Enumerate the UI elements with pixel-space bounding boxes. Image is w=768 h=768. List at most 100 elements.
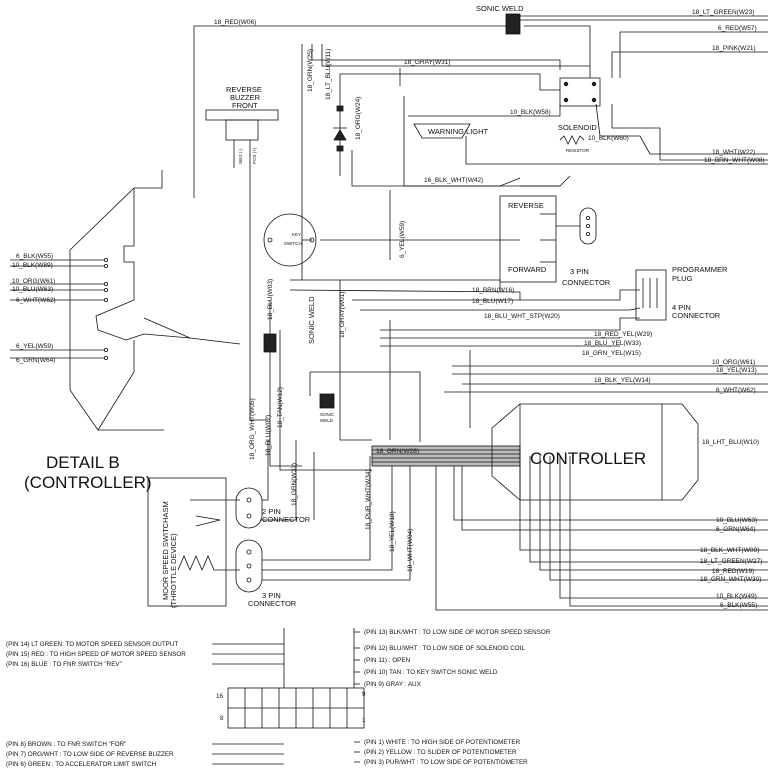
wire-label: 18_WHT(W22) — [712, 149, 755, 156]
warning-light-label: WARNING LIGHT — [428, 127, 489, 136]
programmer-plug-label-2: PLUG — [672, 274, 693, 283]
wire-label: 6_BLK(W55) — [16, 253, 53, 260]
warning-light: WARNING LIGHT — [413, 123, 489, 139]
pinout-line: (PIN 9) GRAY : AUX — [364, 681, 422, 688]
wire-label: 18_LHT_BLU(W10) — [702, 439, 759, 446]
throttle-label-2: (THROTTLE DEVICE) — [169, 533, 178, 608]
wire-label: 18_GRN(W28) — [376, 448, 419, 455]
sonic-weld-mid-label: SONIC WELD — [307, 296, 316, 344]
pinout-line: (PIN 10) TAN : TO KEY SWITCH SONIC WELD — [364, 669, 498, 676]
sonic-weld-small: SONIC WELD — [319, 393, 335, 423]
wire-label: 18_LT_GREEN(W23) — [692, 9, 754, 16]
wire-label: 18_ORG_WHT(W05) — [249, 398, 256, 460]
pinout-line: (PIN 1) WHITE : TO HIGH SIDE OF POTENTIO… — [364, 739, 521, 746]
wire-label: 10_BLK(W89) — [12, 262, 53, 269]
programmer-plug-label-1: PROGRAMMER — [672, 265, 728, 274]
four-pin-label-1: 4 PIN — [672, 303, 691, 312]
solenoid-label: SOLENOID — [558, 123, 597, 132]
wire-label: 10_BLK(W49) — [716, 593, 757, 600]
pinout-line: (PIN 13) BLK/WHT : TO LOW SIDE OF MOTOR … — [364, 629, 551, 636]
buzzer-label-1: REVERSE — [226, 85, 262, 94]
wire-label: 18_LT_BLU(W11) — [325, 49, 332, 100]
throttle-label-1: MOOR SPEED SWITCHASM — [161, 501, 170, 600]
wire-label: 18_RED(W19) — [712, 568, 754, 575]
controller-label: CONTROLLER — [530, 449, 646, 468]
detail-b-label-group: DETAIL B (CONTROLLER) — [24, 453, 152, 492]
middle-wire-runs — [260, 279, 768, 611]
pinout-line: (PIN 2) YELLOW : TO SLIDER OF POTENTIOME… — [364, 749, 517, 756]
wire-label: 18_BLU_WHT_STP(W20) — [484, 313, 560, 320]
top-wire-runs — [193, 15, 768, 280]
sonic-weld-top-label: SONIC WELD — [476, 4, 524, 13]
throttle-device: MOOR SPEED SWITCHASM (THROTTLE DEVICE) — [147, 477, 240, 608]
wire-label: 10_BLK(W58) — [510, 109, 551, 116]
wire-label: 18_RED(W06) — [214, 19, 256, 26]
reverse-buzzer: REVERSE BUZZER FRONT NEG (-) POS (+) — [205, 85, 279, 421]
wire-label: 18_GRAY(W31) — [404, 59, 450, 66]
plug-pin-9: 9 — [362, 691, 366, 698]
three-pin-bottom-label-2: CONNECTOR — [248, 599, 297, 608]
controller: CONTROLLER — [371, 403, 699, 501]
wire-label: 18_TAN(W12) — [277, 387, 284, 428]
wire-label: 18_RED_YEL(W29) — [594, 331, 652, 338]
key-switch: KEY SWITCH — [263, 213, 317, 267]
pinout-line: (PIN 15) RED : TO HIGH SPEED OF MOTOR SP… — [6, 651, 186, 658]
three-pin-label-2: CONNECTOR — [562, 278, 611, 287]
plug-pin-8: 8 — [220, 715, 224, 722]
wire-label: 10_BLU(W63) — [716, 517, 757, 524]
top-wire-labels: 18_RED(W06) 18_LT_GREEN(W23) 6_RED(W57) … — [214, 9, 765, 258]
wire-label: 18_GRN_YEL(W15) — [582, 350, 641, 357]
fnr-switch: REVERSE FORWARD 3 PIN CONNECTOR — [499, 195, 611, 287]
two-pin-connector: 2 PIN CONNECTOR — [235, 487, 311, 529]
wire-label: 18_BLK_WHT(W09) — [700, 547, 759, 554]
wire-label: 18_GRN(W25) — [307, 49, 314, 92]
wire-label: 18_BLU_YEL(W33) — [584, 340, 641, 347]
wire-label: 18_WHT(W04) — [407, 529, 414, 572]
pinout-line: (PIN 3) PUR/WHT : TO LOW SIDE OF POTENTI… — [364, 759, 528, 766]
wire-label: 18_PUR_WHT(W34) — [365, 469, 372, 530]
sonic-weld-middle: SONIC WELD — [263, 296, 316, 353]
plug-pin-1: 1 — [362, 717, 366, 724]
three-pin-label-1: 3 PIN — [570, 267, 589, 276]
plug-pin-16: 16 — [216, 693, 224, 700]
pinout-line: (PIN 8) BROWN : TO FNR SWITCH "FOR" — [6, 741, 126, 748]
middle-wire-labels: 18_BRN(W16) 18_BLU(W17) 18_BLU_WHT_STP(W… — [249, 279, 652, 572]
pinout-line: (PIN 7) ORG/WHT : TO LOW SIDE OF REVERSE… — [6, 751, 174, 758]
wire-label: 18_BLU(W02) — [265, 415, 272, 456]
wire-label: 16_BLK_WHT(W42) — [424, 177, 483, 184]
left-wire-labels: 6_BLK(W55) 10_BLK(W89) 10_ORG(W61) 10_BL… — [12, 253, 56, 364]
wire-label: 18_YEL(W18) — [389, 511, 396, 552]
diode — [333, 105, 347, 152]
fnr-forward-label: FORWARD — [508, 265, 547, 274]
pinout-line: (PIN 11) : OPEN — [364, 657, 411, 664]
key-switch-label-1: KEY — [292, 232, 301, 237]
wire-label: 6_RED(W57) — [718, 25, 757, 32]
wire-label: 6_GRN(W64) — [716, 526, 755, 533]
wire-label: 6_BLK(W55) — [720, 602, 757, 609]
pinout-line: (PIN 14) LT GREEN: TO MOTOR SPEED SENSOR… — [6, 641, 178, 648]
wire-label: 18_BRN(W16) — [472, 287, 514, 294]
sonic-weld-small-label-1: SONIC — [320, 412, 335, 417]
wire-label: 18_BRN_WHT(W08) — [704, 157, 765, 164]
programmer-plug: PROGRAMMER PLUG 4 PIN CONNECTOR — [635, 265, 728, 321]
buzzer-pos-label: POS (+) — [252, 147, 257, 164]
buzzer-label-3: FRONT — [232, 101, 258, 110]
wire-label: 18_LT_GREEN(W27) — [700, 558, 762, 565]
wire-label: 10_ORG(W61) — [712, 359, 755, 366]
wire-label: 10_ORG(W61) — [12, 278, 55, 285]
two-pin-label-2: CONNECTOR — [262, 515, 311, 524]
wire-label: 10_BLU(W63) — [12, 286, 53, 293]
wire-label: 18_BLK_YEL(W14) — [594, 377, 651, 384]
pinout-right: (PIN 13) BLK/WHT : TO LOW SIDE OF MOTOR … — [364, 629, 551, 766]
pinout-left: (PIN 14) LT GREEN: TO MOTOR SPEED SENSOR… — [6, 641, 186, 768]
wire-label: 6_GRN(W64) — [16, 357, 55, 364]
wire-label: 18_GRN_WHT(W30) — [700, 576, 761, 583]
two-pin-label-1: 2 PIN — [262, 507, 281, 516]
wire-label: 6_WHT(W62) — [716, 387, 756, 394]
four-pin-label-2: CONNECTOR — [672, 311, 721, 320]
wire-label: 6_WHT(W62) — [16, 297, 56, 304]
three-pin-bottom-label-1: 3 PIN — [262, 591, 281, 600]
wire-label: 18_YEL(W13) — [716, 367, 757, 374]
pinout-line: (PIN 12) BLU/WHT : TO LOW SIDE OF SOLENO… — [364, 645, 525, 652]
